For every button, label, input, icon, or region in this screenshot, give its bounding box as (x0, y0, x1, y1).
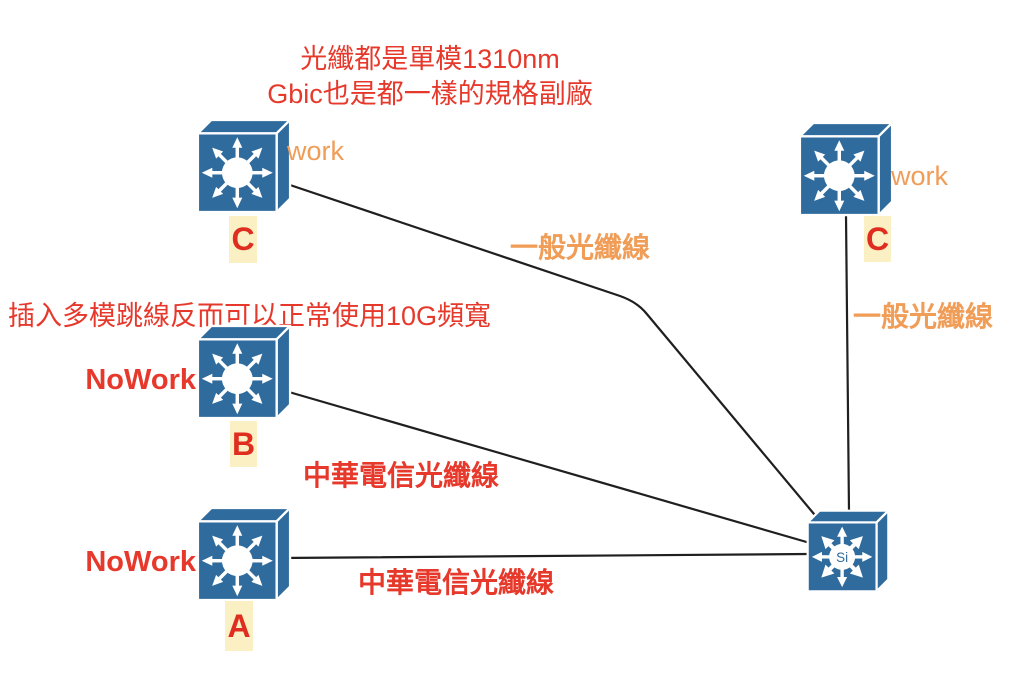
link-label-general-fiber-right: 一般光纖線 (853, 301, 994, 332)
title-line-1: 光纖都是單模1310nm (300, 44, 560, 74)
switch-c-right-badge: C (864, 216, 891, 262)
core-switch-si-label: Si (836, 550, 848, 565)
switch-c-left-icon (196, 118, 292, 214)
title-annotation: 光纖都是單模1310nm Gbic也是都一樣的規格副廠 (190, 42, 670, 112)
switch-c-left-badge: C (229, 216, 257, 263)
switch-a-status-label: NoWork (85, 546, 196, 578)
link-label-cht-fiber-upper: 中華電信光纖線 (303, 460, 500, 491)
switch-b-icon (196, 324, 292, 420)
title-line-2: Gbic也是都一樣的規格副廠 (267, 79, 593, 109)
link-line-b-to-core (280, 388, 812, 545)
switch-c-left-status-label: work (287, 136, 345, 166)
switch-c-right-status-label: work (891, 161, 949, 191)
switch-c-right-icon (798, 121, 894, 217)
link-label-cht-fiber-lower: 中華電信光纖線 (358, 567, 555, 598)
link-line-a-to-core (278, 552, 810, 560)
link-line-c-left-to-core (288, 183, 816, 516)
core-switch-icon: Si (806, 509, 890, 593)
switch-a-badge: A (225, 601, 253, 651)
link-label-general-fiber-left: 一般光纖線 (510, 232, 651, 263)
switch-b-status-label: NoWork (85, 364, 196, 396)
link-line-c-right-to-core (844, 213, 851, 514)
switch-a-icon (196, 506, 292, 602)
radiating-arrows-icon (811, 526, 873, 588)
switch-b-badge: B (230, 421, 257, 467)
